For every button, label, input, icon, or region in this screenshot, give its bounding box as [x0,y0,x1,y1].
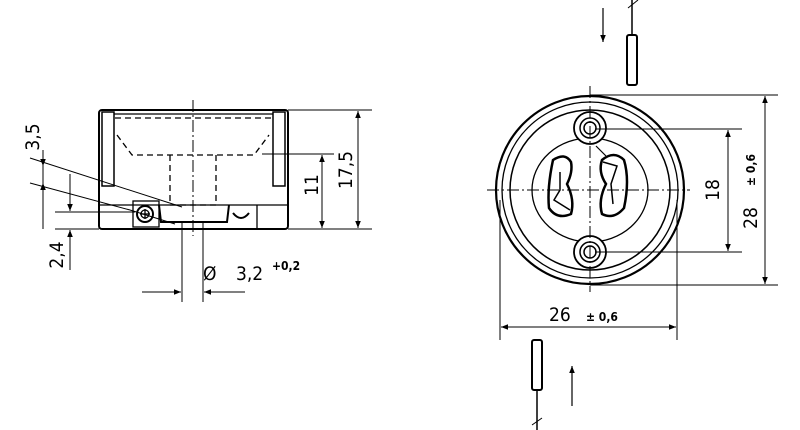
screw-pocket [132,200,160,228]
wire-bottom [531,339,543,430]
front-view [487,0,778,430]
dim-diameter: 3,2 [236,263,263,285]
dim-height: 28 [740,207,762,229]
wire-top [626,0,639,86]
dim-top-offset: 3,5 [22,123,44,150]
dim-height-tolerance: ± 0,6 [744,154,758,186]
dim-diameter-tolerance: +0,2 [272,259,300,273]
screw-icon [136,205,154,223]
contact-clip [232,212,250,219]
diameter-symbol: Ø [203,263,216,285]
left-wall [101,111,115,187]
dim-width: 26 [549,304,571,326]
dim-bottom-offset: 2,4 [46,241,68,268]
right-wall [272,111,286,187]
side-view [29,100,372,302]
dim-height-inner: 11 [301,174,323,196]
dim-height-total: 17,5 [335,151,357,189]
dim-hole-spacing: 18 [702,179,724,201]
contact-slot-left [547,155,574,218]
dim-width-tolerance: ± 0,6 [586,310,618,324]
contact-slot-right [599,153,629,218]
